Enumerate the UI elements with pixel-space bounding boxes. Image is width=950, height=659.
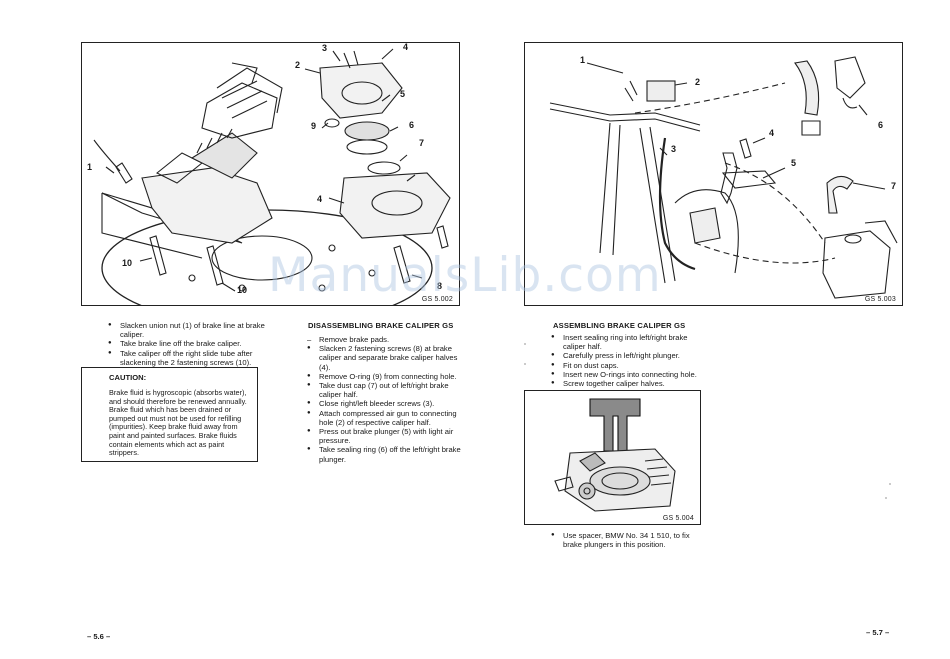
fig2-callout-3: 3	[671, 144, 677, 154]
fig1-callout-3: 3	[322, 43, 328, 53]
caution-title: CAUTION:	[109, 373, 147, 382]
fig1-callout-10a: 10	[122, 258, 133, 268]
caution-box: CAUTION: Brake fluid is hygroscopic (abs…	[81, 367, 258, 462]
removal-step: Take caliper off the right slide tube af…	[108, 349, 266, 367]
disassembling-step: Take sealing ring (6) off the left/right…	[307, 445, 463, 463]
page-number-left: – 5.6 –	[87, 632, 111, 641]
left-exploded-figure: 1 2 3 4 5 6 7 8 9 10 10 4 GS 5.002	[81, 42, 460, 306]
right-assembly-figure: 1 2 3 4 5 6 7 GS 5.003	[524, 42, 903, 306]
caution-text: Brake fluid is hygroscopic (absorbs wate…	[109, 388, 247, 458]
fig1-callout-10b: 10	[237, 285, 248, 295]
fig2-callout-7: 7	[891, 181, 897, 191]
figure-code-gs-5002: GS 5.002	[419, 296, 455, 303]
fig1-callout-1: 1	[87, 162, 93, 172]
fig1-callout-8: 8	[437, 281, 443, 291]
fig1-callout-4: 4	[403, 42, 409, 52]
assembling-step: Screw together caliper halves.	[551, 379, 711, 388]
scan-speck	[885, 497, 887, 499]
disassembling-step: Slacken 2 fastening screws (8) at brake …	[307, 344, 463, 372]
fig2-callout-5: 5	[791, 158, 797, 168]
fig2-callout-6: 6	[878, 120, 884, 130]
scan-speck	[524, 343, 526, 345]
figure-code-gs-5003: GS 5.003	[862, 296, 898, 303]
fig1-callout-6: 6	[409, 120, 415, 130]
assembling-step: Insert sealing ring into left/right brak…	[551, 333, 711, 351]
disassembling-step: Attach compressed air gun to connecting …	[307, 409, 463, 427]
fig2-callout-2: 2	[695, 77, 701, 87]
spacer-step: Use spacer, BMW No. 34 1 510, to fix bra…	[551, 531, 709, 549]
disassembling-step: Remove O-ring (9) from connecting hole.	[307, 372, 463, 381]
handlebar-brake-line-drawing	[549, 56, 898, 299]
spacer-step-block: Use spacer, BMW No. 34 1 510, to fix bra…	[551, 531, 709, 549]
removal-steps: Slacken union nut (1) of brake line at b…	[108, 321, 266, 367]
spacer-tool-figure: GS 5.004	[524, 390, 701, 525]
figure-code-gs-5004: GS 5.004	[660, 515, 696, 522]
scan-speck	[524, 363, 526, 365]
fig1-callout-5: 5	[400, 89, 406, 99]
disassembling-dash-step: Remove brake pads.	[307, 335, 463, 344]
spacer-on-caliper-drawing	[554, 398, 676, 512]
removal-step: Take brake line off the brake caliper.	[108, 339, 266, 348]
fig1-callout-7: 7	[419, 138, 425, 148]
brake-caliper-exploded-drawing	[93, 48, 451, 305]
fig1-callout-4b: 4	[317, 194, 323, 204]
assembling-heading: ASSEMBLING BRAKE CALIPER GS	[553, 321, 686, 330]
disassembling-step: Close right/left bleeder screws (3).	[307, 399, 463, 408]
page-number-right: – 5.7 –	[866, 628, 890, 637]
removal-step: Slacken union nut (1) of brake line at b…	[108, 321, 266, 339]
disassembling-step: Take dust cap (7) out of left/right brak…	[307, 381, 463, 399]
disassembling-step: Press out brake plunger (5) with light a…	[307, 427, 463, 445]
assembling-step: Fit on dust caps.	[551, 361, 711, 370]
scan-speck	[889, 483, 891, 485]
fig2-callout-1: 1	[580, 55, 586, 65]
fig1-callout-9: 9	[311, 121, 317, 131]
assembling-step: Carefully press in left/right plunger.	[551, 351, 711, 360]
disassembling-heading: DISASSEMBLING BRAKE CALIPER GS	[308, 321, 454, 330]
disassembling-steps: Remove brake pads. Slacken 2 fastening s…	[307, 335, 463, 464]
fig2-callout-4: 4	[769, 128, 775, 138]
fig1-callout-2: 2	[295, 60, 301, 70]
assembling-step: Insert new O-rings into connecting hole.	[551, 370, 711, 379]
assembling-steps: Insert sealing ring into left/right brak…	[551, 333, 711, 388]
